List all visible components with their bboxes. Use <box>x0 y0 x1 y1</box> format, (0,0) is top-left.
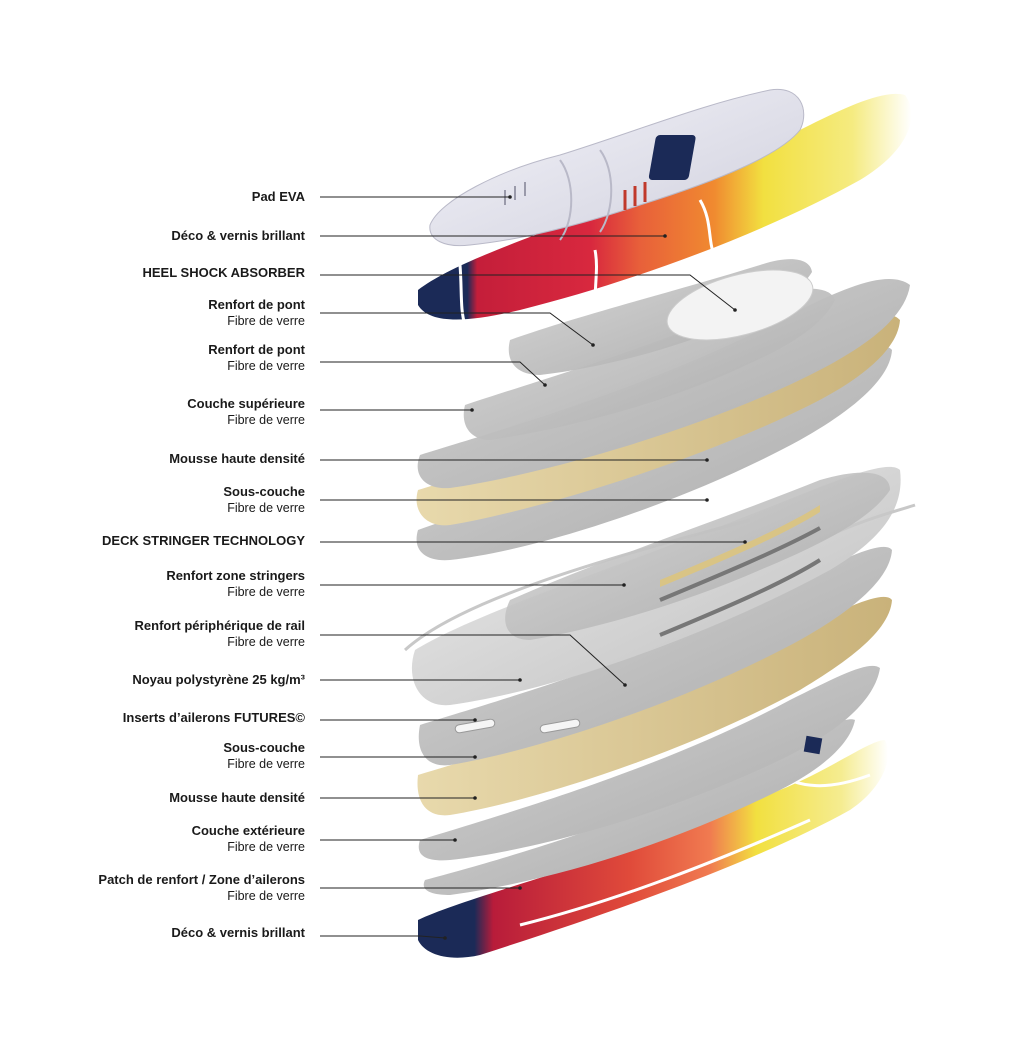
label-title: Couche supérieure <box>187 396 305 411</box>
leader-dot <box>743 540 747 544</box>
leader-dot <box>705 498 709 502</box>
leader-dot <box>473 796 477 800</box>
label-fin-inserts: Inserts d’ailerons FUTURES© <box>123 709 305 726</box>
leader-line <box>320 312 594 346</box>
label-title: Mousse haute densité <box>169 451 305 466</box>
eva-pad <box>429 88 805 247</box>
label-subtitle: Fibre de verre <box>227 501 305 515</box>
label-title: Renfort périphérique de rail <box>134 618 305 633</box>
label-title: HEEL SHOCK ABSORBER <box>142 265 305 280</box>
bottom-brand-logo <box>803 735 823 755</box>
label-title: Renfort de pont <box>208 297 305 312</box>
leader-line <box>320 361 546 386</box>
label-lower-foam: Mousse haute densité <box>169 789 305 806</box>
label-title: Mousse haute densité <box>169 790 305 805</box>
exterior-glass-layer <box>418 665 880 861</box>
label-subtitle: Fibre de verre <box>227 413 305 427</box>
leader-dot <box>453 838 457 842</box>
label-title: Renfort de pont <box>208 342 305 357</box>
stringer-zone-glass <box>505 472 890 640</box>
label-subtitle: Fibre de verre <box>227 585 305 599</box>
leader-dot <box>473 718 477 722</box>
label-deco-top: Déco & vernis brillant <box>171 227 305 244</box>
leader-dot <box>518 678 522 682</box>
label-subtitle: Fibre de verre <box>227 889 305 903</box>
leader-lines <box>320 195 747 940</box>
label-title: Renfort zone stringers <box>166 568 305 583</box>
label-subtitle: Fibre de verre <box>227 757 305 771</box>
leader-line <box>320 274 736 311</box>
brand-logo <box>648 135 696 180</box>
leader-dot <box>508 195 512 199</box>
leader-dot <box>470 408 474 412</box>
label-title: Patch de renfort / Zone d’ailerons <box>98 872 305 887</box>
label-title: Déco & vernis brillant <box>171 228 305 243</box>
leader-dot <box>733 308 737 312</box>
label-title: Déco & vernis brillant <box>171 925 305 940</box>
leader-dot <box>705 458 709 462</box>
label-title: Sous-couche <box>223 740 305 755</box>
leader-line <box>320 634 626 686</box>
fin-insert-1 <box>454 718 496 734</box>
label-upper-foam: Mousse haute densité <box>169 450 305 467</box>
label-subtitle: Fibre de verre <box>227 840 305 854</box>
leader-line <box>320 935 446 939</box>
leader-dot <box>443 936 447 940</box>
deck-stringer <box>660 505 820 587</box>
label-title: Sous-couche <box>223 484 305 499</box>
label-title: DECK STRINGER TECHNOLOGY <box>102 533 305 548</box>
label-deck-stringer: DECK STRINGER TECHNOLOGY <box>102 532 305 549</box>
label-pad-eva: Pad EVA <box>252 188 305 205</box>
leader-dot <box>623 683 627 687</box>
leader-dot <box>591 343 595 347</box>
label-title: Couche extérieure <box>191 823 305 838</box>
leader-dot <box>663 234 667 238</box>
top-deco-layer <box>418 93 912 320</box>
leader-dot <box>473 755 477 759</box>
label-subtitle: Fibre de verre <box>227 314 305 328</box>
label-subtitle: Fibre de verre <box>227 359 305 373</box>
fin-patch-layer <box>423 719 855 895</box>
leader-dot <box>543 383 547 387</box>
leader-dot <box>622 583 626 587</box>
leader-dot <box>518 886 522 890</box>
label-heel-shock: HEEL SHOCK ABSORBER <box>142 264 305 281</box>
lower-undercoat-layer <box>418 546 892 766</box>
label-deco-bottom: Déco & vernis brillant <box>171 924 305 941</box>
fin-insert-2 <box>539 718 581 734</box>
label-subtitle: Fibre de verre <box>227 635 305 649</box>
heel-shock-absorber <box>666 269 814 341</box>
label-title: Noyau polystyrène 25 kg/m³ <box>132 672 305 687</box>
label-title: Inserts d’ailerons FUTURES© <box>122 710 305 725</box>
label-eps-core: Noyau polystyrène 25 kg/m³ <box>132 671 305 688</box>
label-title: Pad EVA <box>251 189 305 204</box>
